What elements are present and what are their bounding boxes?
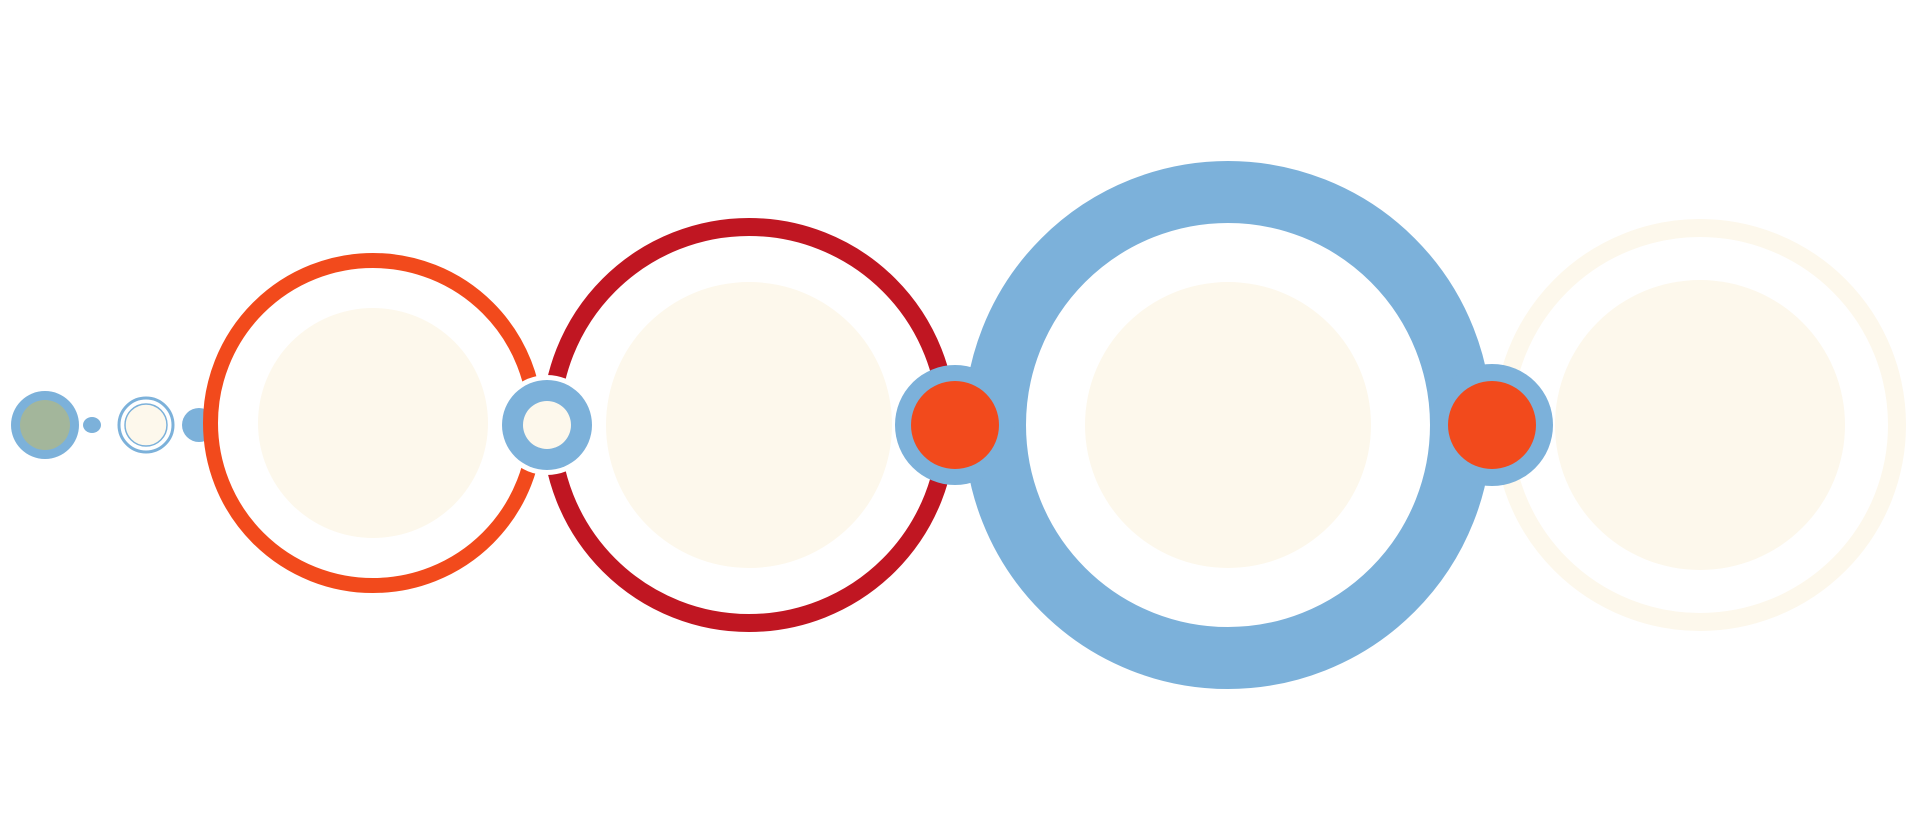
faded-cream-ring-circle — [1494, 219, 1906, 631]
orange-ring-circle — [203, 253, 543, 593]
orange-node-left — [895, 365, 1015, 485]
tiny-blue-oval — [83, 417, 101, 433]
tiny-blue-oval-shape — [83, 417, 101, 433]
red-ring-circle-inner-disc — [606, 282, 892, 568]
small-blue-dot-with-sage-center — [11, 391, 79, 459]
small-blue-dot-with-sage-center-inner — [20, 400, 70, 450]
orange-node-right-inner — [1448, 381, 1536, 469]
shapes-layer — [11, 161, 1906, 689]
small-cream-ring-fill — [124, 403, 168, 447]
orange-node-right — [1431, 364, 1553, 486]
blue-cream-connector — [497, 375, 597, 475]
orange-ring-circle-inner-disc — [258, 308, 488, 538]
orange-node-left-inner — [911, 381, 999, 469]
large-blue-ring-circle-inner-disc — [1085, 282, 1371, 568]
small-cream-ring — [117, 396, 175, 454]
blue-cream-connector-inner — [523, 401, 571, 449]
faded-cream-ring-circle-inner-disc — [1555, 280, 1845, 570]
red-ring-circle — [542, 218, 956, 632]
